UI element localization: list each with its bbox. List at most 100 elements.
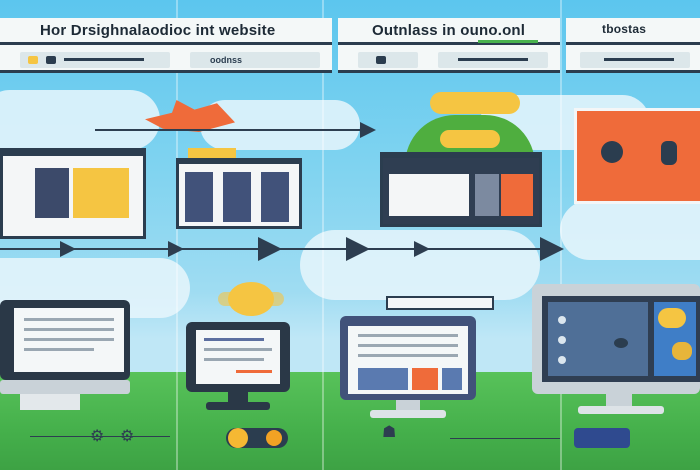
- text-line: [24, 338, 114, 341]
- laptop-icon: [0, 300, 130, 380]
- arrow-right-icon: [414, 241, 430, 257]
- header-bar: Hor Drsighnalaodioc int website oodnss O…: [0, 18, 700, 74]
- header-panel-1: Hor Drsighnalaodioc int website oodnss: [0, 18, 332, 73]
- vertical-streak: [322, 0, 324, 470]
- website-window-3: [380, 152, 542, 227]
- content-block: [35, 168, 69, 218]
- map-dot: [558, 336, 566, 344]
- column-block: [223, 172, 251, 222]
- robot-icon: ☗: [382, 422, 397, 441]
- map-dot: [558, 316, 566, 324]
- header-strip: [20, 52, 170, 68]
- header-strip: [580, 52, 690, 68]
- land-patch: [658, 308, 686, 328]
- monitor-stand: [606, 394, 632, 406]
- laptop-screen: [14, 308, 124, 372]
- cloud-icon: [200, 100, 360, 150]
- arrow-right-icon: [360, 122, 376, 138]
- gear-icon: ⚙: [120, 426, 135, 445]
- robot-icon: [661, 141, 677, 165]
- text-line: [24, 318, 114, 321]
- monitor-stand: [396, 400, 420, 410]
- laptop-stand: [20, 394, 80, 410]
- text-line: [358, 354, 458, 357]
- content-block: [358, 368, 408, 390]
- text-line: [64, 58, 144, 61]
- monitor-top-bar: [386, 296, 494, 310]
- dashed-line: [450, 438, 560, 439]
- sun-rays: [218, 292, 284, 306]
- content-block: [501, 174, 533, 216]
- cloud-icon: [0, 90, 160, 150]
- yellow-tab: [188, 148, 236, 158]
- content-block: [475, 174, 499, 216]
- vertical-streak: [560, 0, 562, 470]
- header-chip-label: oodnss: [210, 55, 243, 65]
- arrow-right-icon: [60, 241, 76, 257]
- content-block: [73, 168, 129, 218]
- arrow-right-icon: [168, 241, 184, 257]
- land-patch: [672, 342, 692, 360]
- gear-icon: ⚙: [90, 426, 105, 445]
- map-thumbnail: [654, 302, 696, 376]
- robot-icon: [601, 141, 623, 163]
- header-underline: [338, 42, 560, 45]
- sun-icon: [440, 130, 500, 148]
- plug-icon: [574, 428, 630, 448]
- monitor-stand: [228, 392, 248, 402]
- arrow-line: [95, 129, 360, 131]
- content-block: [389, 174, 469, 216]
- website-window-1: [0, 148, 146, 239]
- robot-panel: [574, 108, 700, 204]
- text-line: [358, 334, 458, 337]
- toggle-icon: [226, 428, 288, 448]
- header-panel-3: tbostas: [566, 18, 700, 73]
- text-line: [458, 58, 528, 61]
- column-block: [185, 172, 213, 222]
- toggle-knob: [266, 430, 282, 446]
- map-panel: [548, 302, 648, 376]
- header-strip: [358, 52, 418, 68]
- header-accent: [478, 40, 538, 43]
- sun-icon: [430, 92, 520, 114]
- header-title-1: Hor Drsighnalaodioc int website: [40, 22, 276, 39]
- monitor-icon: [186, 322, 290, 392]
- arrow-right-icon: [258, 237, 282, 261]
- content-block: [442, 368, 462, 390]
- monitor-screen: [196, 330, 280, 384]
- header-underline: [566, 42, 700, 45]
- cloud-icon: [560, 200, 700, 260]
- text-line: [204, 338, 264, 341]
- dashed-line: [30, 436, 170, 437]
- header-strip: oodnss: [190, 52, 320, 68]
- laptop-base: [0, 380, 130, 394]
- website-window-2: [176, 158, 302, 229]
- dark-chip: [376, 56, 386, 64]
- vertical-streak: [176, 0, 178, 470]
- monitor-base: [206, 402, 270, 410]
- monitor-base: [578, 406, 664, 414]
- text-line: [236, 370, 272, 373]
- text-line: [204, 348, 272, 351]
- header-panel-2: Outnlass in ouno.onl: [338, 18, 560, 73]
- text-line: [204, 358, 264, 361]
- map-dot: [558, 356, 566, 364]
- monitor-icon: [340, 316, 476, 400]
- map-dot: [614, 338, 628, 348]
- monitor-base: [370, 410, 446, 418]
- header-title-3: tbostas: [602, 22, 647, 36]
- monitor-screen: [542, 296, 700, 382]
- dark-chip: [46, 56, 56, 64]
- arrow-right-icon: [540, 237, 564, 261]
- monitor-screen: [348, 326, 468, 394]
- yellow-chip: [28, 56, 38, 64]
- text-line: [358, 344, 458, 347]
- monitor-icon: [532, 284, 700, 394]
- column-block: [261, 172, 289, 222]
- text-line: [24, 348, 94, 351]
- toggle-knob: [228, 428, 248, 448]
- header-strip: [438, 52, 548, 68]
- text-line: [604, 58, 674, 61]
- arrow-right-icon: [346, 237, 370, 261]
